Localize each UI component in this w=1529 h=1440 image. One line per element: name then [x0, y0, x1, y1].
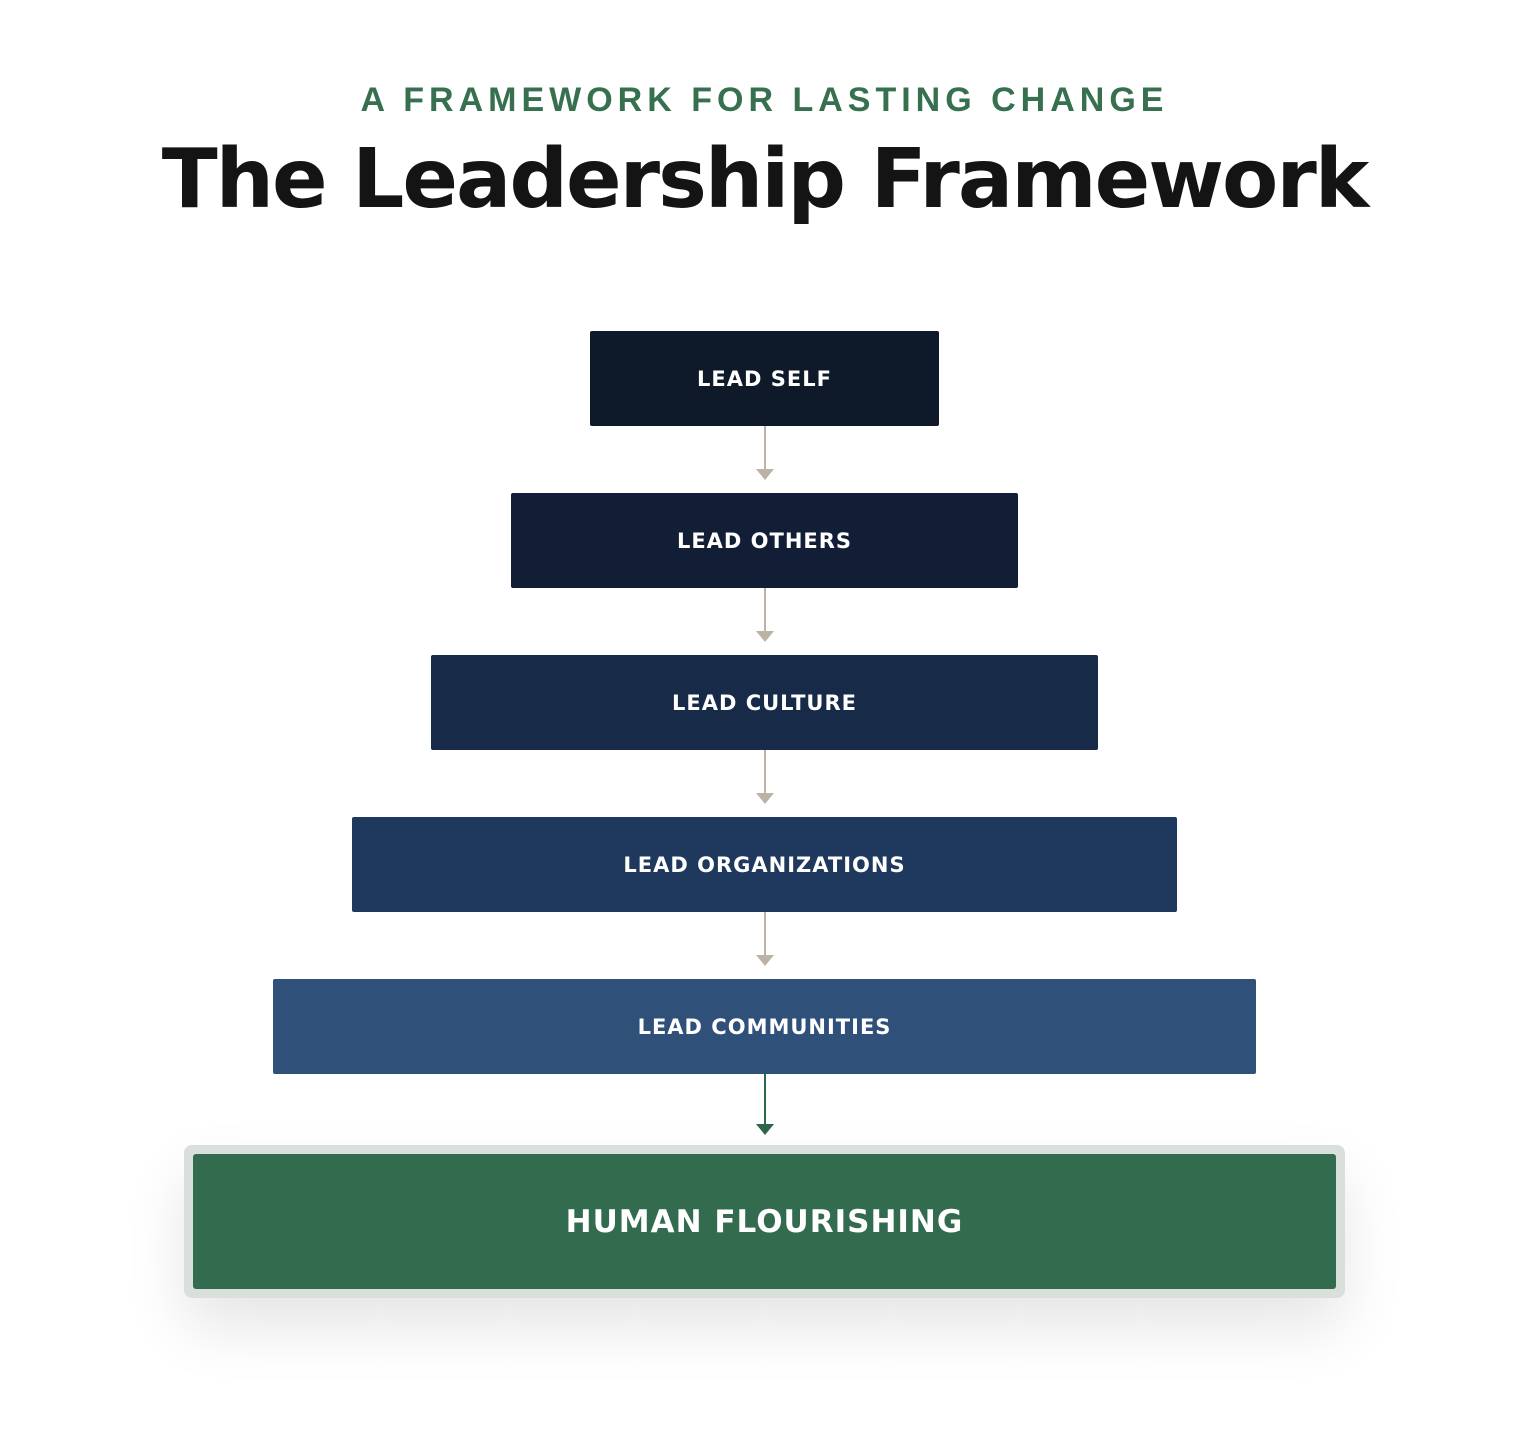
- outcome-human-flourishing: HUMAN FLOURISHING: [193, 1154, 1336, 1289]
- stage-label: LEAD COMMUNITIES: [637, 1014, 892, 1039]
- eyebrow-subtitle: A FRAMEWORK FOR LASTING CHANGE: [360, 81, 1169, 119]
- down-arrow-icon: [755, 588, 775, 642]
- down-arrow-icon: [755, 1074, 775, 1135]
- stage-lead-others: LEAD OTHERS: [511, 493, 1018, 588]
- stage-label: LEAD CULTURE: [672, 690, 857, 715]
- stage-lead-culture: LEAD CULTURE: [431, 655, 1098, 750]
- stage-lead-communities: LEAD COMMUNITIES: [273, 979, 1256, 1074]
- page-title: The Leadership Framework: [161, 132, 1370, 227]
- stage-label: LEAD SELF: [697, 366, 832, 391]
- down-arrow-icon: [755, 426, 775, 480]
- stage-label: LEAD OTHERS: [676, 528, 853, 553]
- stage-lead-organizations: LEAD ORGANIZATIONS: [352, 817, 1177, 912]
- down-arrow-icon: [755, 912, 775, 966]
- stage-lead-self: LEAD SELF: [590, 331, 939, 426]
- outcome-label: HUMAN FLOURISHING: [565, 1203, 964, 1240]
- outcome-frame: HUMAN FLOURISHING: [184, 1145, 1345, 1298]
- down-arrow-icon: [755, 750, 775, 804]
- stage-label: LEAD ORGANIZATIONS: [623, 852, 906, 877]
